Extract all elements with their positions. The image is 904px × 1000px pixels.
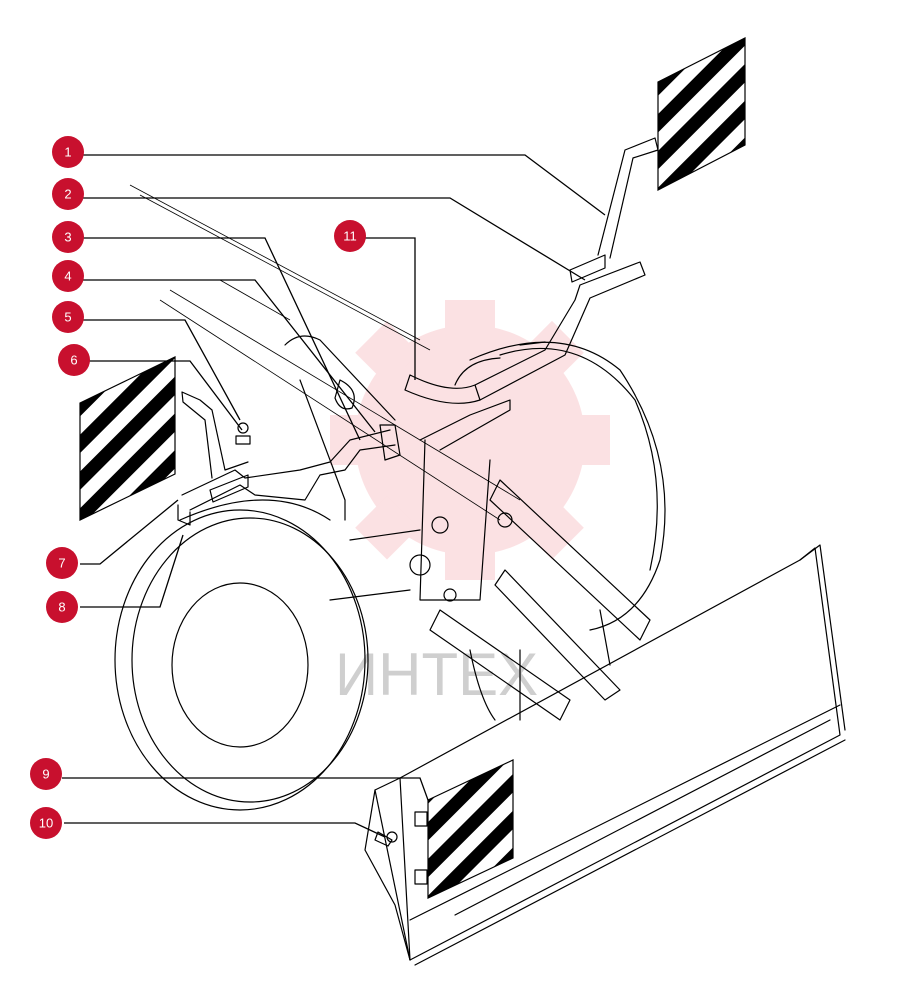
- callout-6-label: 6: [70, 353, 77, 368]
- left-wheel: [114, 499, 369, 811]
- warning-plate-top-right: [657, 37, 746, 191]
- watermark-text: ИНТЕХ: [335, 641, 538, 708]
- callout-2-label: 2: [64, 187, 71, 202]
- callout-11-label: 11: [343, 229, 357, 244]
- warning-plate-blade: [414, 759, 514, 899]
- callout-5: 5: [52, 301, 84, 333]
- callout-3: 3: [52, 221, 84, 253]
- callout-11: 11: [334, 220, 366, 252]
- right-wheel: [454, 341, 666, 631]
- callout-9-label: 9: [42, 767, 49, 782]
- callout-8: 8: [46, 591, 78, 623]
- loader-frame: [284, 335, 651, 721]
- callout-2: 2: [52, 178, 84, 210]
- watermark-gear-icon: [330, 300, 610, 580]
- callout-4: 4: [52, 260, 84, 292]
- callout-10: 10: [30, 807, 62, 839]
- right-bracket-arm: [404, 137, 659, 404]
- leader-lines: [62, 154, 606, 838]
- callout-6: 6: [58, 344, 90, 376]
- callout-3-label: 3: [64, 230, 71, 245]
- callout-1-label: 1: [64, 145, 71, 160]
- left-bracket-arm: [177, 391, 401, 526]
- warning-plate-left: [79, 356, 176, 521]
- callout-7-label: 7: [58, 556, 65, 571]
- callout-7: 7: [46, 547, 78, 579]
- callout-1: 1: [52, 136, 84, 168]
- callout-10-label: 10: [39, 816, 53, 831]
- callout-9: 9: [30, 758, 62, 790]
- callout-5-label: 5: [64, 310, 71, 325]
- callout-4-label: 4: [64, 269, 71, 284]
- callout-8-label: 8: [58, 600, 65, 615]
